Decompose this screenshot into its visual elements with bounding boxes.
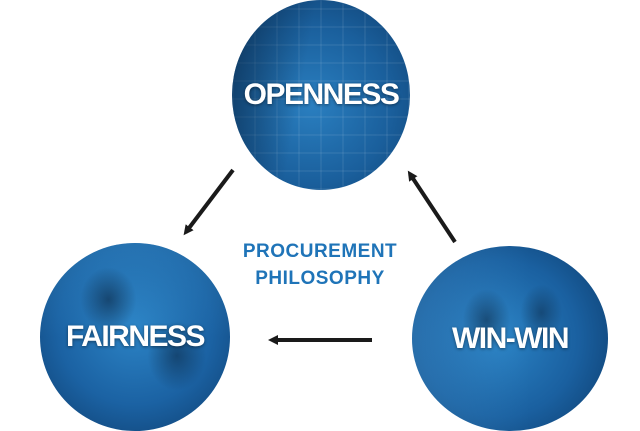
fairness-label: FAIRNESS [65,320,206,353]
win-win-label: WIN-WIN [451,321,570,355]
win-win-circle: WIN-WIN [412,246,608,431]
openness-circle: OPENNESS [232,0,410,190]
people-photo-texture [40,243,230,431]
center-title: PROCUREMENT PHILOSOPHY [200,238,440,292]
center-title-line1: PROCUREMENT [242,241,398,262]
openness-label: OPENNESS [243,78,400,111]
blueprint-photo-texture [232,0,410,190]
meeting-photo-texture [412,246,608,431]
center-title-line2: PHILOSOPHY [255,268,385,289]
arrow-openness-to-fairness [183,168,235,236]
arrow-winwin-to-openness [407,170,457,244]
fairness-circle: FAIRNESS [40,243,230,431]
